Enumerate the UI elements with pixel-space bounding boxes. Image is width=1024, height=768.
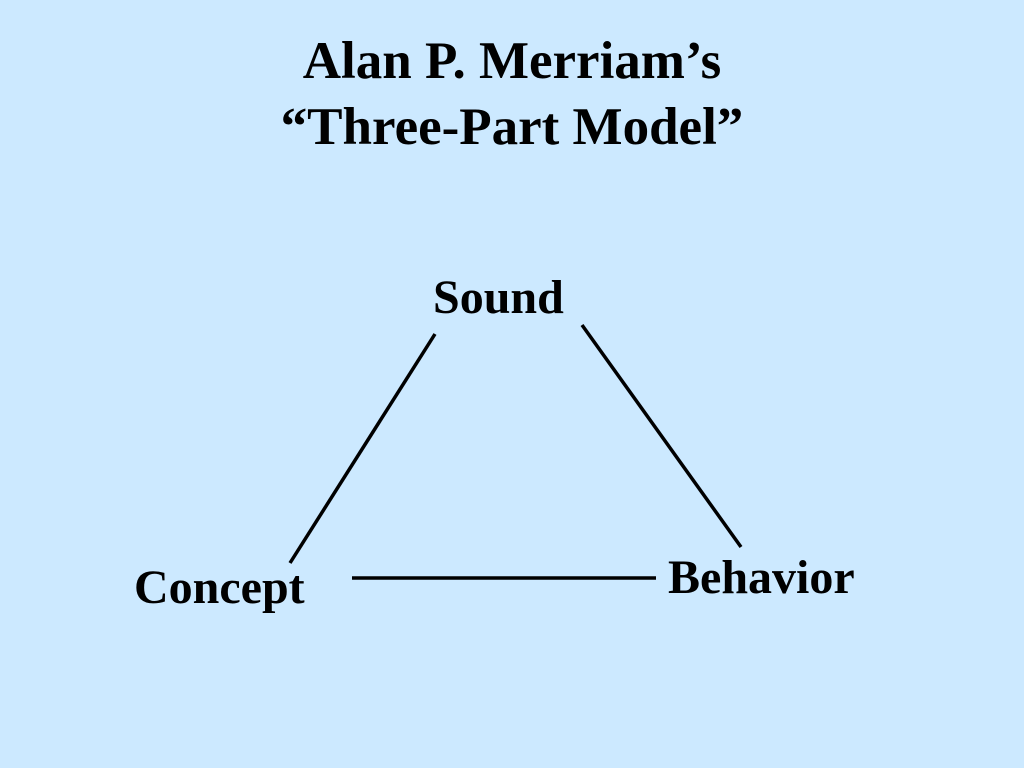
node-behavior: Behavior [668, 551, 855, 604]
slide-title: Alan P. Merriam’s “Three-Part Model” [0, 28, 1024, 160]
edge-sound-concept [288, 333, 437, 564]
node-concept: Concept [134, 561, 305, 614]
title-line-model: “Three-Part Model” [280, 98, 744, 156]
node-sound: Sound [433, 271, 564, 324]
title-line-author: Alan P. Merriam’s [302, 32, 722, 90]
edge-sound-behavior [580, 323, 743, 549]
